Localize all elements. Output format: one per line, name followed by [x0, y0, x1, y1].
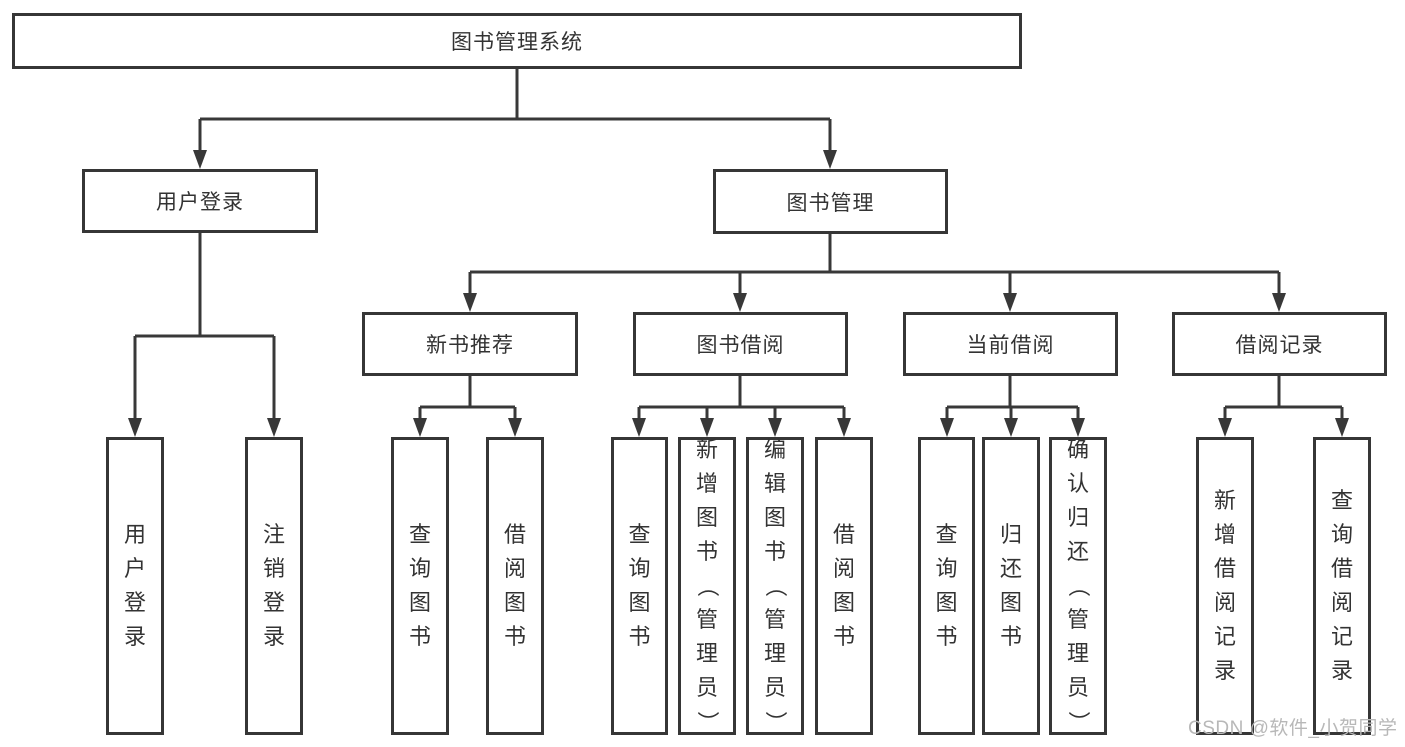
node-book-management: 图书管理 [713, 169, 948, 234]
leaf-confirm-return-admin: 确认归还（管理员） [1049, 437, 1107, 735]
arrowhead-group [128, 150, 1349, 437]
leaf-return-books: 归还图书 [982, 437, 1040, 735]
leaf-borrow-books-recommend: 借阅图书 [486, 437, 544, 735]
leaf-add-borrow-record: 新增借阅记录 [1196, 437, 1254, 735]
node-borrowing-records: 借阅记录 [1172, 312, 1387, 376]
leaf-user-login: 用户登录 [106, 437, 164, 735]
leaf-logout: 注销登录 [245, 437, 303, 735]
leaf-edit-books-admin: 编辑图书（管理员） [746, 437, 804, 735]
csdn-watermark: CSDN @软件_小贺同学 [1188, 718, 1398, 739]
leaf-query-borrow-record: 查询借阅记录 [1313, 437, 1371, 735]
leaf-query-books-recommend: 查询图书 [391, 437, 449, 735]
node-book-borrowing: 图书借阅 [633, 312, 848, 376]
leaf-query-books-current: 查询图书 [918, 437, 975, 735]
node-new-book-recommend: 新书推荐 [362, 312, 578, 376]
node-current-borrowing: 当前借阅 [903, 312, 1118, 376]
node-user-login: 用户登录 [82, 169, 318, 233]
node-root-library-system: 图书管理系统 [12, 13, 1022, 69]
leaf-add-books-admin: 新增图书（管理员） [678, 437, 736, 735]
leaf-query-books-borrowing: 查询图书 [611, 437, 668, 735]
leaf-borrow-books: 借阅图书 [815, 437, 873, 735]
